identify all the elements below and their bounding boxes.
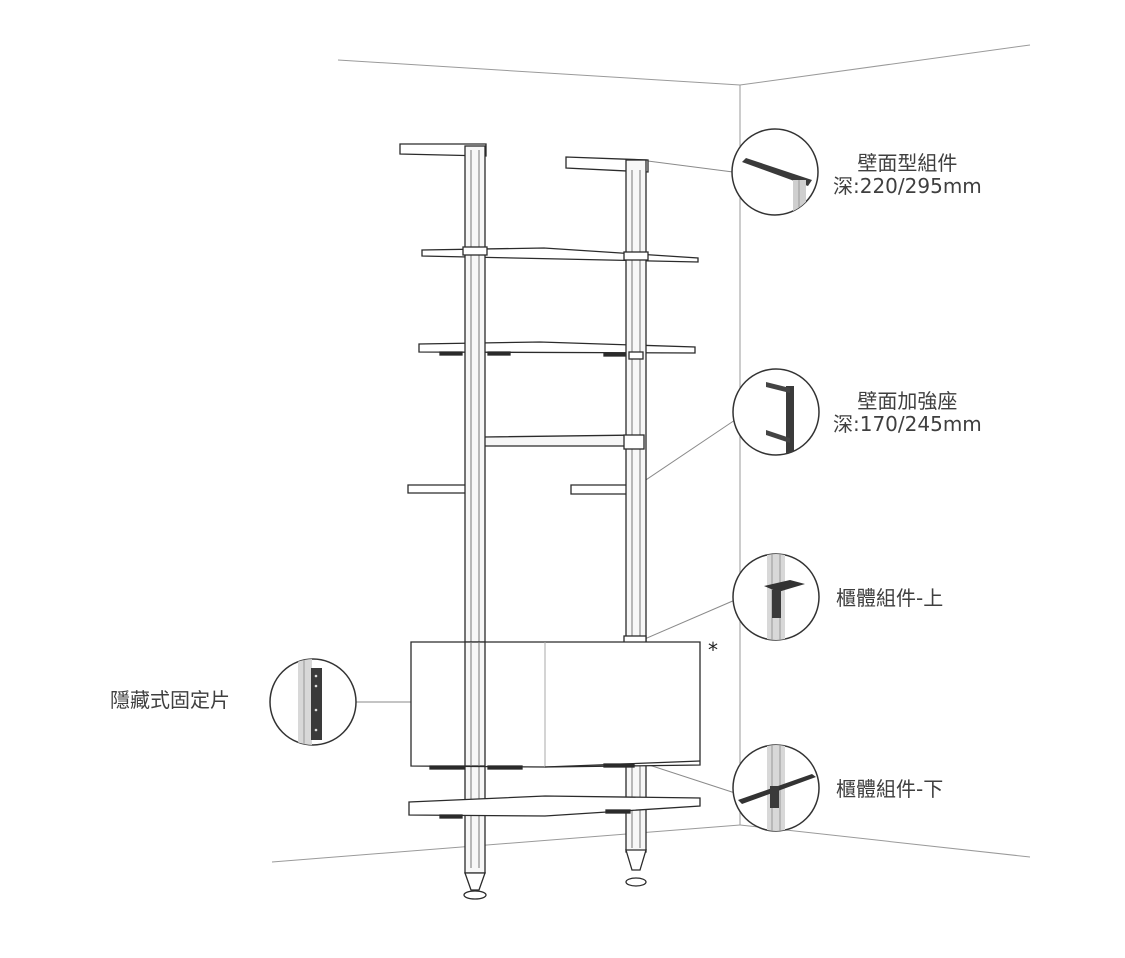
detail-wall-bracket <box>731 128 819 216</box>
post-left <box>463 145 487 900</box>
shelf-bottom <box>408 795 701 817</box>
label-wall-bracket-title: 壁面型組件 <box>857 151 958 175</box>
room-outline <box>271 44 1031 863</box>
label-wall-reinforcement-spec: 深:170/245mm <box>833 412 982 436</box>
label-wall-bracket-spec: 深:220/295mm <box>833 174 982 198</box>
arm-right-middle <box>570 484 631 495</box>
label-cabinet-upper: 櫃體組件-上 <box>836 586 944 610</box>
detail-wall-reinforcement <box>732 368 820 456</box>
hanging-rod <box>483 434 641 447</box>
label-wall-reinforcement: 壁面加強座 深:170/245mm <box>833 390 982 436</box>
cabinet <box>410 641 701 770</box>
label-wall-reinforcement-title: 壁面加強座 <box>857 389 958 413</box>
footnote-asterisk: * <box>708 638 718 662</box>
arm-left-middle <box>407 484 467 494</box>
detail-hidden-fixing <box>269 658 357 746</box>
post-right <box>625 159 647 887</box>
label-hidden-fixing: 隱藏式固定片 <box>110 688 230 712</box>
detail-cabinet-upper <box>732 553 820 641</box>
label-cabinet-lower: 櫃體組件-下 <box>836 777 944 801</box>
detail-cabinet-lower <box>732 744 820 832</box>
label-wall-bracket: 壁面型組件 深:220/295mm <box>833 152 982 198</box>
shelving-unit <box>399 143 701 900</box>
